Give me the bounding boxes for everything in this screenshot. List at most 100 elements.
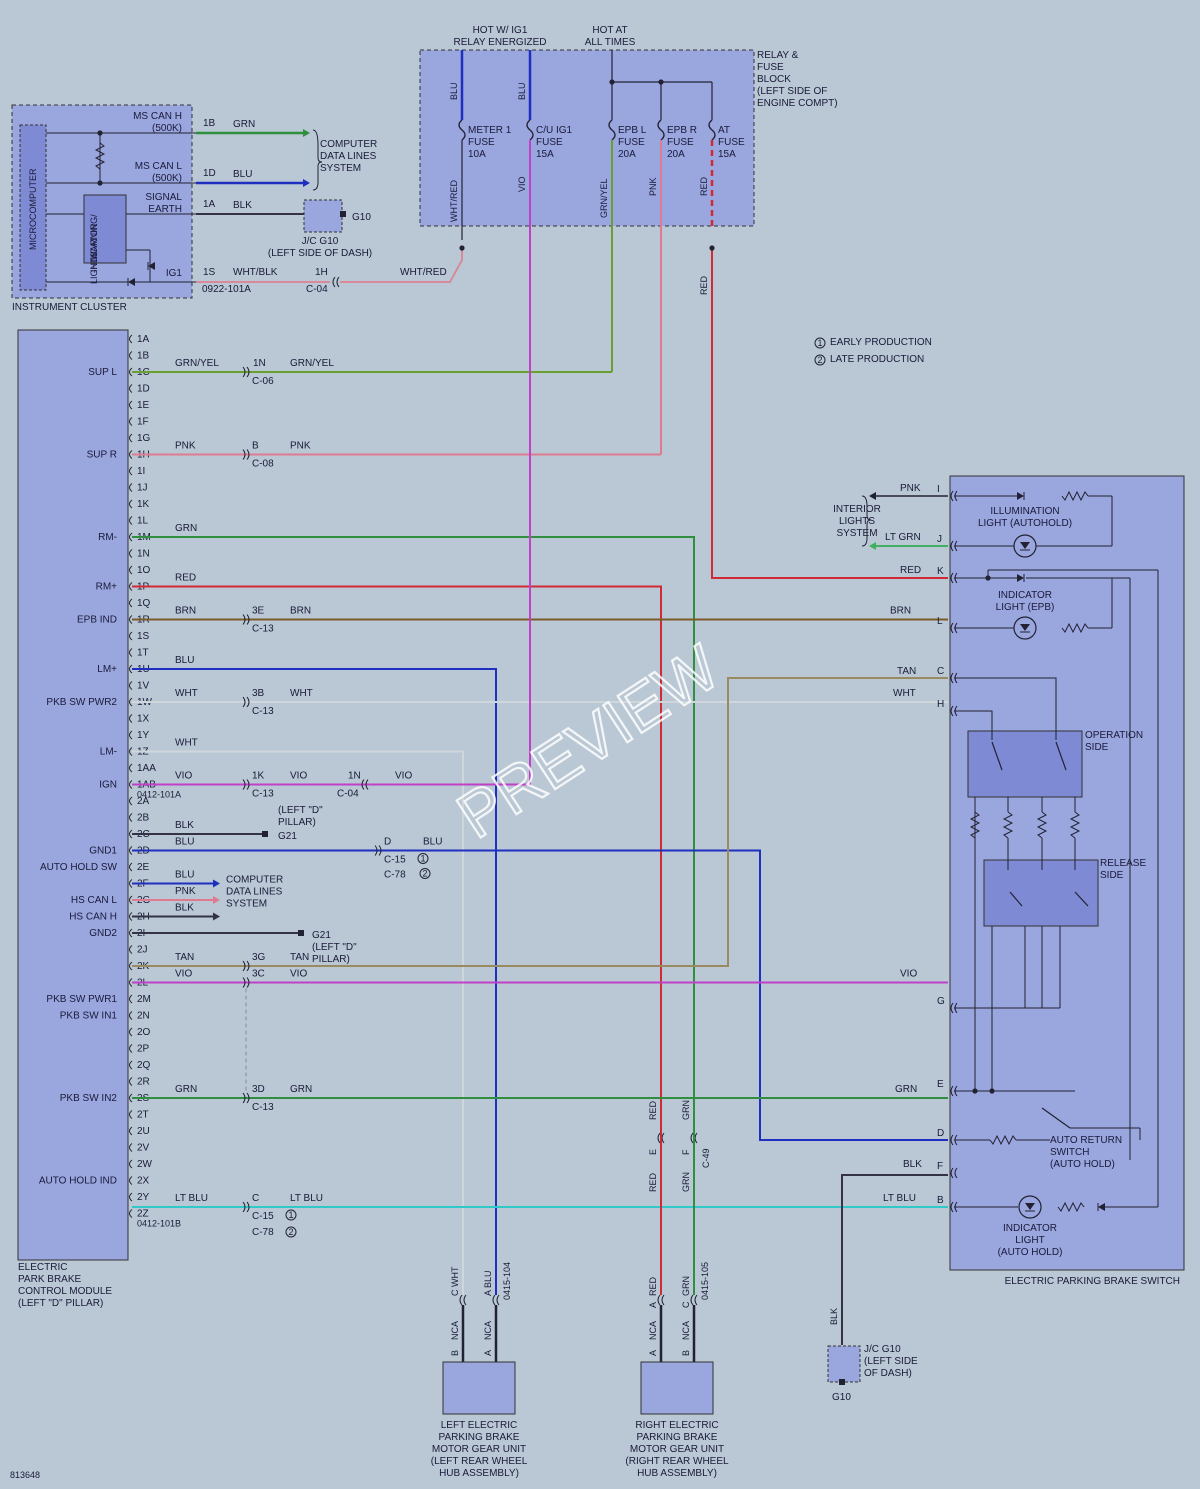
switch-pin: J <box>937 534 942 545</box>
pin-mark <box>129 928 133 938</box>
pillar-label: PILLAR) <box>278 817 316 828</box>
ecm-title: ELECTRIC <box>18 1262 67 1273</box>
ecm-signal-label: GND1 <box>89 846 117 857</box>
connector-pin: A <box>648 1302 658 1308</box>
callout-circle <box>419 868 431 879</box>
connector-label: C-04 <box>337 789 359 800</box>
ecm-signal-label: LM+ <box>97 664 117 675</box>
splice-dot <box>989 1088 995 1094</box>
wire-color-label: PNK <box>175 886 196 897</box>
fuse-label: FUSE <box>667 137 694 148</box>
ecm-signal-label: LM- <box>100 747 117 758</box>
connector-pin: A <box>483 1350 493 1356</box>
pin-mark <box>129 466 133 476</box>
wire-color-label: VIO <box>517 176 527 192</box>
switch-pin: L <box>937 616 943 627</box>
ground-label: G21 <box>312 930 331 941</box>
fuse-label: 20A <box>618 149 636 160</box>
fuse-label: FUSE <box>536 137 563 148</box>
ecm-pin: 1Y <box>137 730 150 741</box>
connector-label: C-13 <box>252 1102 274 1113</box>
wire-color-label: GRN <box>290 1084 312 1095</box>
pin-mark <box>129 945 133 954</box>
relay-energized-label: RELAY ENERGIZED <box>454 37 547 48</box>
ind-epb-label: LIGHT (EPB) <box>996 602 1055 613</box>
switch-pin: E <box>937 1079 944 1090</box>
auto-return-label: SWITCH <box>1050 1147 1089 1158</box>
pin-mark <box>129 1044 133 1053</box>
brace <box>861 495 872 547</box>
cluster-title: INSTRUMENT CLUSTER <box>12 302 127 313</box>
led-icon <box>1018 1195 1042 1219</box>
wire-color-label: GRN <box>681 1276 691 1296</box>
arrow <box>213 879 220 888</box>
ecm-signal-label: PKB SW IN1 <box>60 1011 118 1022</box>
ecm-signal-label: IGN <box>99 780 117 791</box>
pin-mark <box>129 1060 133 1070</box>
switch-pin: I <box>937 484 940 495</box>
ecm-pin: 2R <box>137 1077 150 1088</box>
legend-early: EARLY PRODUCTION <box>830 337 932 348</box>
ground-symbol <box>340 211 346 217</box>
pin-mark <box>129 417 133 426</box>
splice-dot <box>97 180 103 186</box>
pin-mark <box>129 664 133 674</box>
warning-lights-label: WARNING/ <box>89 214 99 260</box>
connector-pin: E <box>648 1149 658 1155</box>
connector-pin: F <box>681 1149 691 1155</box>
splice-dot <box>985 575 991 581</box>
connector-label: C-13 <box>252 706 274 717</box>
pin-mark <box>129 813 133 822</box>
connector-symbol <box>690 1294 698 1306</box>
ecm-signal-label: SUP L <box>88 367 117 378</box>
g10-label: G10 <box>832 1392 851 1403</box>
arrow <box>869 542 876 550</box>
wire-color-label: RED <box>699 275 709 295</box>
connector-symbol <box>332 276 340 288</box>
connector-pin: 3C <box>252 969 265 980</box>
connector-label: C-78 <box>384 870 406 881</box>
ecm-title: PARK BRAKE <box>18 1274 81 1285</box>
arrow <box>303 129 310 137</box>
right-motor-label: RIGHT ELECTRIC <box>635 1420 718 1431</box>
splice-dot <box>97 130 103 136</box>
callout-circle <box>285 1226 297 1238</box>
wire-color-label: TAN <box>897 666 916 677</box>
ecm-pin: 2X <box>137 1176 150 1187</box>
pin-mark <box>129 499 133 509</box>
connector-pin: B <box>450 1350 460 1356</box>
ind-epb-label: INDICATOR <box>998 590 1052 601</box>
pin-mark <box>129 367 133 377</box>
nca-label: NCA <box>648 1321 658 1340</box>
connector-pin: A <box>648 1350 658 1356</box>
connector-label: C-13 <box>252 624 274 635</box>
pin-mark <box>129 681 133 690</box>
pin-mark <box>129 1209 133 1218</box>
connector-label: 0412-101A <box>137 790 181 800</box>
relay-block-label: (LEFT SIDE OF <box>757 86 827 97</box>
legend-late: LATE PRODUCTION <box>830 354 924 365</box>
jc-g10-label: (LEFT SIDE <box>864 1356 918 1367</box>
ecm-pin: 2U <box>137 1126 150 1137</box>
arrow <box>213 896 220 904</box>
ecm-pin: 1Q <box>137 598 151 609</box>
connector-label: C-15 <box>252 1211 274 1222</box>
wire-color-label: RED <box>699 176 709 196</box>
wire-color-label: RED <box>648 1172 658 1192</box>
callout-circle <box>417 853 429 864</box>
resistor <box>989 1134 1017 1146</box>
fuse-symbol <box>608 119 616 141</box>
callout-circle <box>814 337 826 349</box>
g10-label: G10 <box>352 212 371 223</box>
fuse-label: METER 1 <box>468 125 512 136</box>
connector-symbol <box>657 1294 665 1306</box>
fuse-label: 15A <box>718 149 736 160</box>
cluster-pin: 1B <box>203 118 216 129</box>
wire-color-label: GRN/YEL <box>599 178 609 218</box>
connector-label: 0922-101A <box>202 284 251 295</box>
ecm-pin: 1X <box>137 714 150 725</box>
release-side-box <box>983 859 1099 927</box>
wire-color-label: VIO <box>395 771 412 782</box>
warning-lights-label: LIGHTS <box>89 251 99 284</box>
